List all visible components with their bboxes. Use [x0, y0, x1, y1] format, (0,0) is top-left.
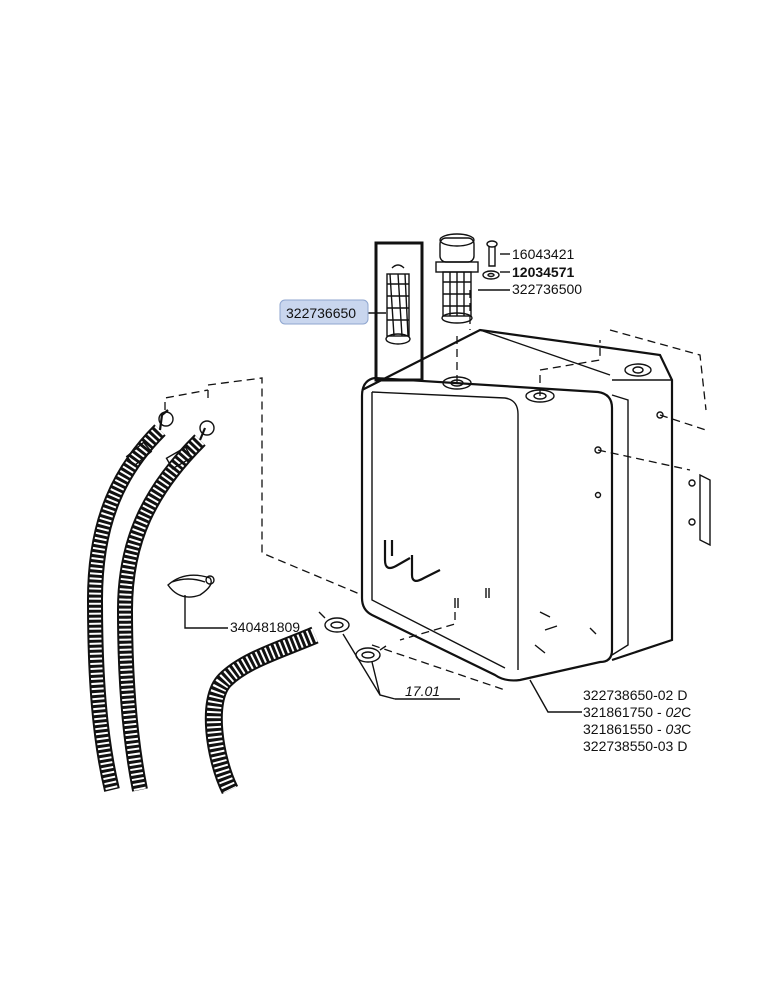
tank-variant-3: 321861550 - 03C — [583, 721, 691, 737]
washer-label: 12034571 — [512, 264, 575, 280]
clamp-icon — [167, 574, 215, 598]
hose-clamps — [318, 611, 387, 663]
bolt-label: 16043421 — [512, 246, 575, 262]
clamp-label: 340481809 — [230, 619, 300, 635]
fuel-hoses — [86, 409, 319, 795]
bolt-icon — [486, 240, 498, 267]
filler-cap-label: 322736500 — [512, 281, 582, 297]
tank-variant-2: 321861750 - 02C — [583, 704, 691, 720]
reference-label: 17.01 — [405, 683, 440, 699]
part-number-highlighted[interactable]: 322736650 — [286, 305, 356, 321]
guide-lines — [164, 290, 707, 691]
leader-lines — [184, 253, 582, 713]
fuel-tank — [360, 328, 711, 682]
strainer-part[interactable] — [374, 241, 424, 382]
washer-icon — [482, 270, 500, 280]
part-highlight — [279, 299, 369, 325]
filler-cap[interactable] — [435, 233, 479, 324]
